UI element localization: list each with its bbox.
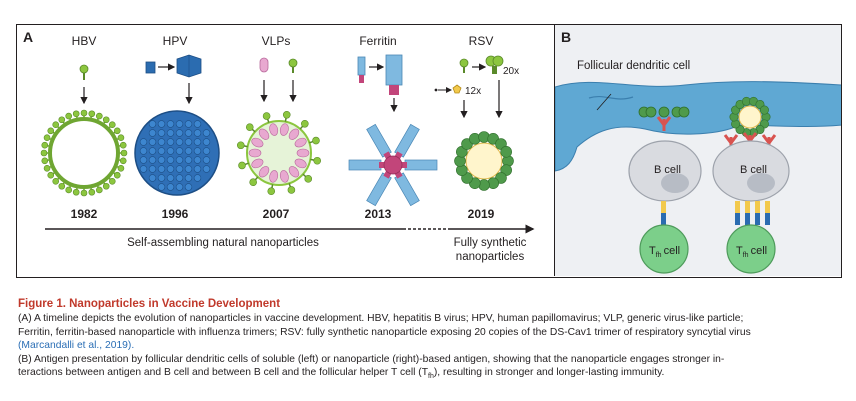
label-ferritin: Ferritin (359, 34, 397, 48)
b-cell-left-label: B cell (654, 164, 681, 176)
figure-caption: Figure 1. Nanoparticles in Vaccine Devel… (18, 298, 844, 383)
fdc-cell-shape (555, 81, 841, 172)
caption-line-5-b: ), resulting in stronger and longer-last… (433, 367, 665, 379)
panel-a-letter: A (23, 29, 34, 45)
year-1982: 1982 (70, 207, 98, 221)
rsv-multiplier-12x: 12x (465, 86, 481, 97)
panel-a-illustration: 20x 12x (40, 54, 535, 234)
hbv-monomer-icon (79, 64, 89, 80)
rsv-multiplier-20x: 20x (503, 66, 519, 77)
caption-citation-link[interactable]: (Marcandalli et al., 2019). (18, 340, 135, 352)
timeline-synthetic-label-1: Fully synthetic (453, 237, 527, 249)
b-cell-left (628, 140, 702, 202)
hpv-monomer-icon (145, 61, 156, 74)
year-1996: 1996 (161, 207, 189, 221)
ferritin-monomer-icon (357, 56, 366, 83)
b-cell-right (712, 140, 790, 202)
caption-line-1: (A) A timeline depicts the evolution of … (18, 313, 744, 325)
hbv-particle-icon (40, 109, 128, 197)
b-cell-right-label: B cell (740, 164, 767, 176)
t-cell-right (726, 224, 776, 274)
hpv-pentamer-icon (176, 54, 202, 78)
caption-line-5-sub: fh (428, 373, 434, 381)
rsv-core-dot (434, 88, 438, 92)
caption-title: Figure 1. Nanoparticles in Vaccine Devel… (18, 298, 281, 310)
ferritin-particle-icon (348, 123, 438, 207)
label-vlps: VLPs (261, 34, 291, 48)
label-hbv: HBV (71, 34, 97, 48)
year-2007: 2007 (262, 207, 290, 221)
caption-line-5: teractions between antigen and B cell an… (18, 366, 844, 383)
rsv-pentamer-icon (452, 84, 462, 94)
ferritin-trimer-icon (385, 54, 403, 95)
rsv-monomer-icon (459, 58, 469, 73)
vlp-particle-icon (236, 110, 322, 196)
rsv-particle-icon (454, 131, 514, 191)
caption-line-2: Ferritin, ferritin-based nanoparticle wi… (18, 326, 751, 338)
year-2013: 2013 (364, 207, 392, 221)
synapse-right-icon (735, 201, 770, 225)
figure-frame: A HBV HPV VLPs Ferritin RSV (16, 24, 842, 278)
rsv-trimer-icon (485, 55, 504, 74)
timeline-natural-label: Self-assembling natural nanoparticles (127, 237, 319, 249)
hpv-particle-icon (134, 110, 220, 196)
t-cell-left (639, 224, 689, 274)
timeline-synthetic-label-2: nanoparticles (455, 251, 525, 263)
fdc-pointer (596, 93, 612, 111)
label-rsv: RSV (468, 34, 494, 48)
vlp-monomer-icon (259, 57, 298, 73)
soluble-antigen-icon (638, 106, 690, 118)
synapse-left-icon (661, 201, 666, 225)
b-cell-receptor-left-icon (656, 116, 672, 131)
panel-b-letter: B (561, 29, 572, 45)
fdc-label: Follicular dendritic cell (577, 60, 691, 72)
panel-a: A HBV HPV VLPs Ferritin RSV (17, 25, 553, 276)
caption-line-4: (B) Antigen presentation by follicular d… (18, 353, 725, 365)
label-hpv: HPV (162, 34, 188, 48)
year-2019: 2019 (467, 207, 495, 221)
caption-line-5-a: teractions between antigen and B cell an… (18, 367, 429, 379)
fdc-nanoparticle-icon (729, 96, 771, 138)
